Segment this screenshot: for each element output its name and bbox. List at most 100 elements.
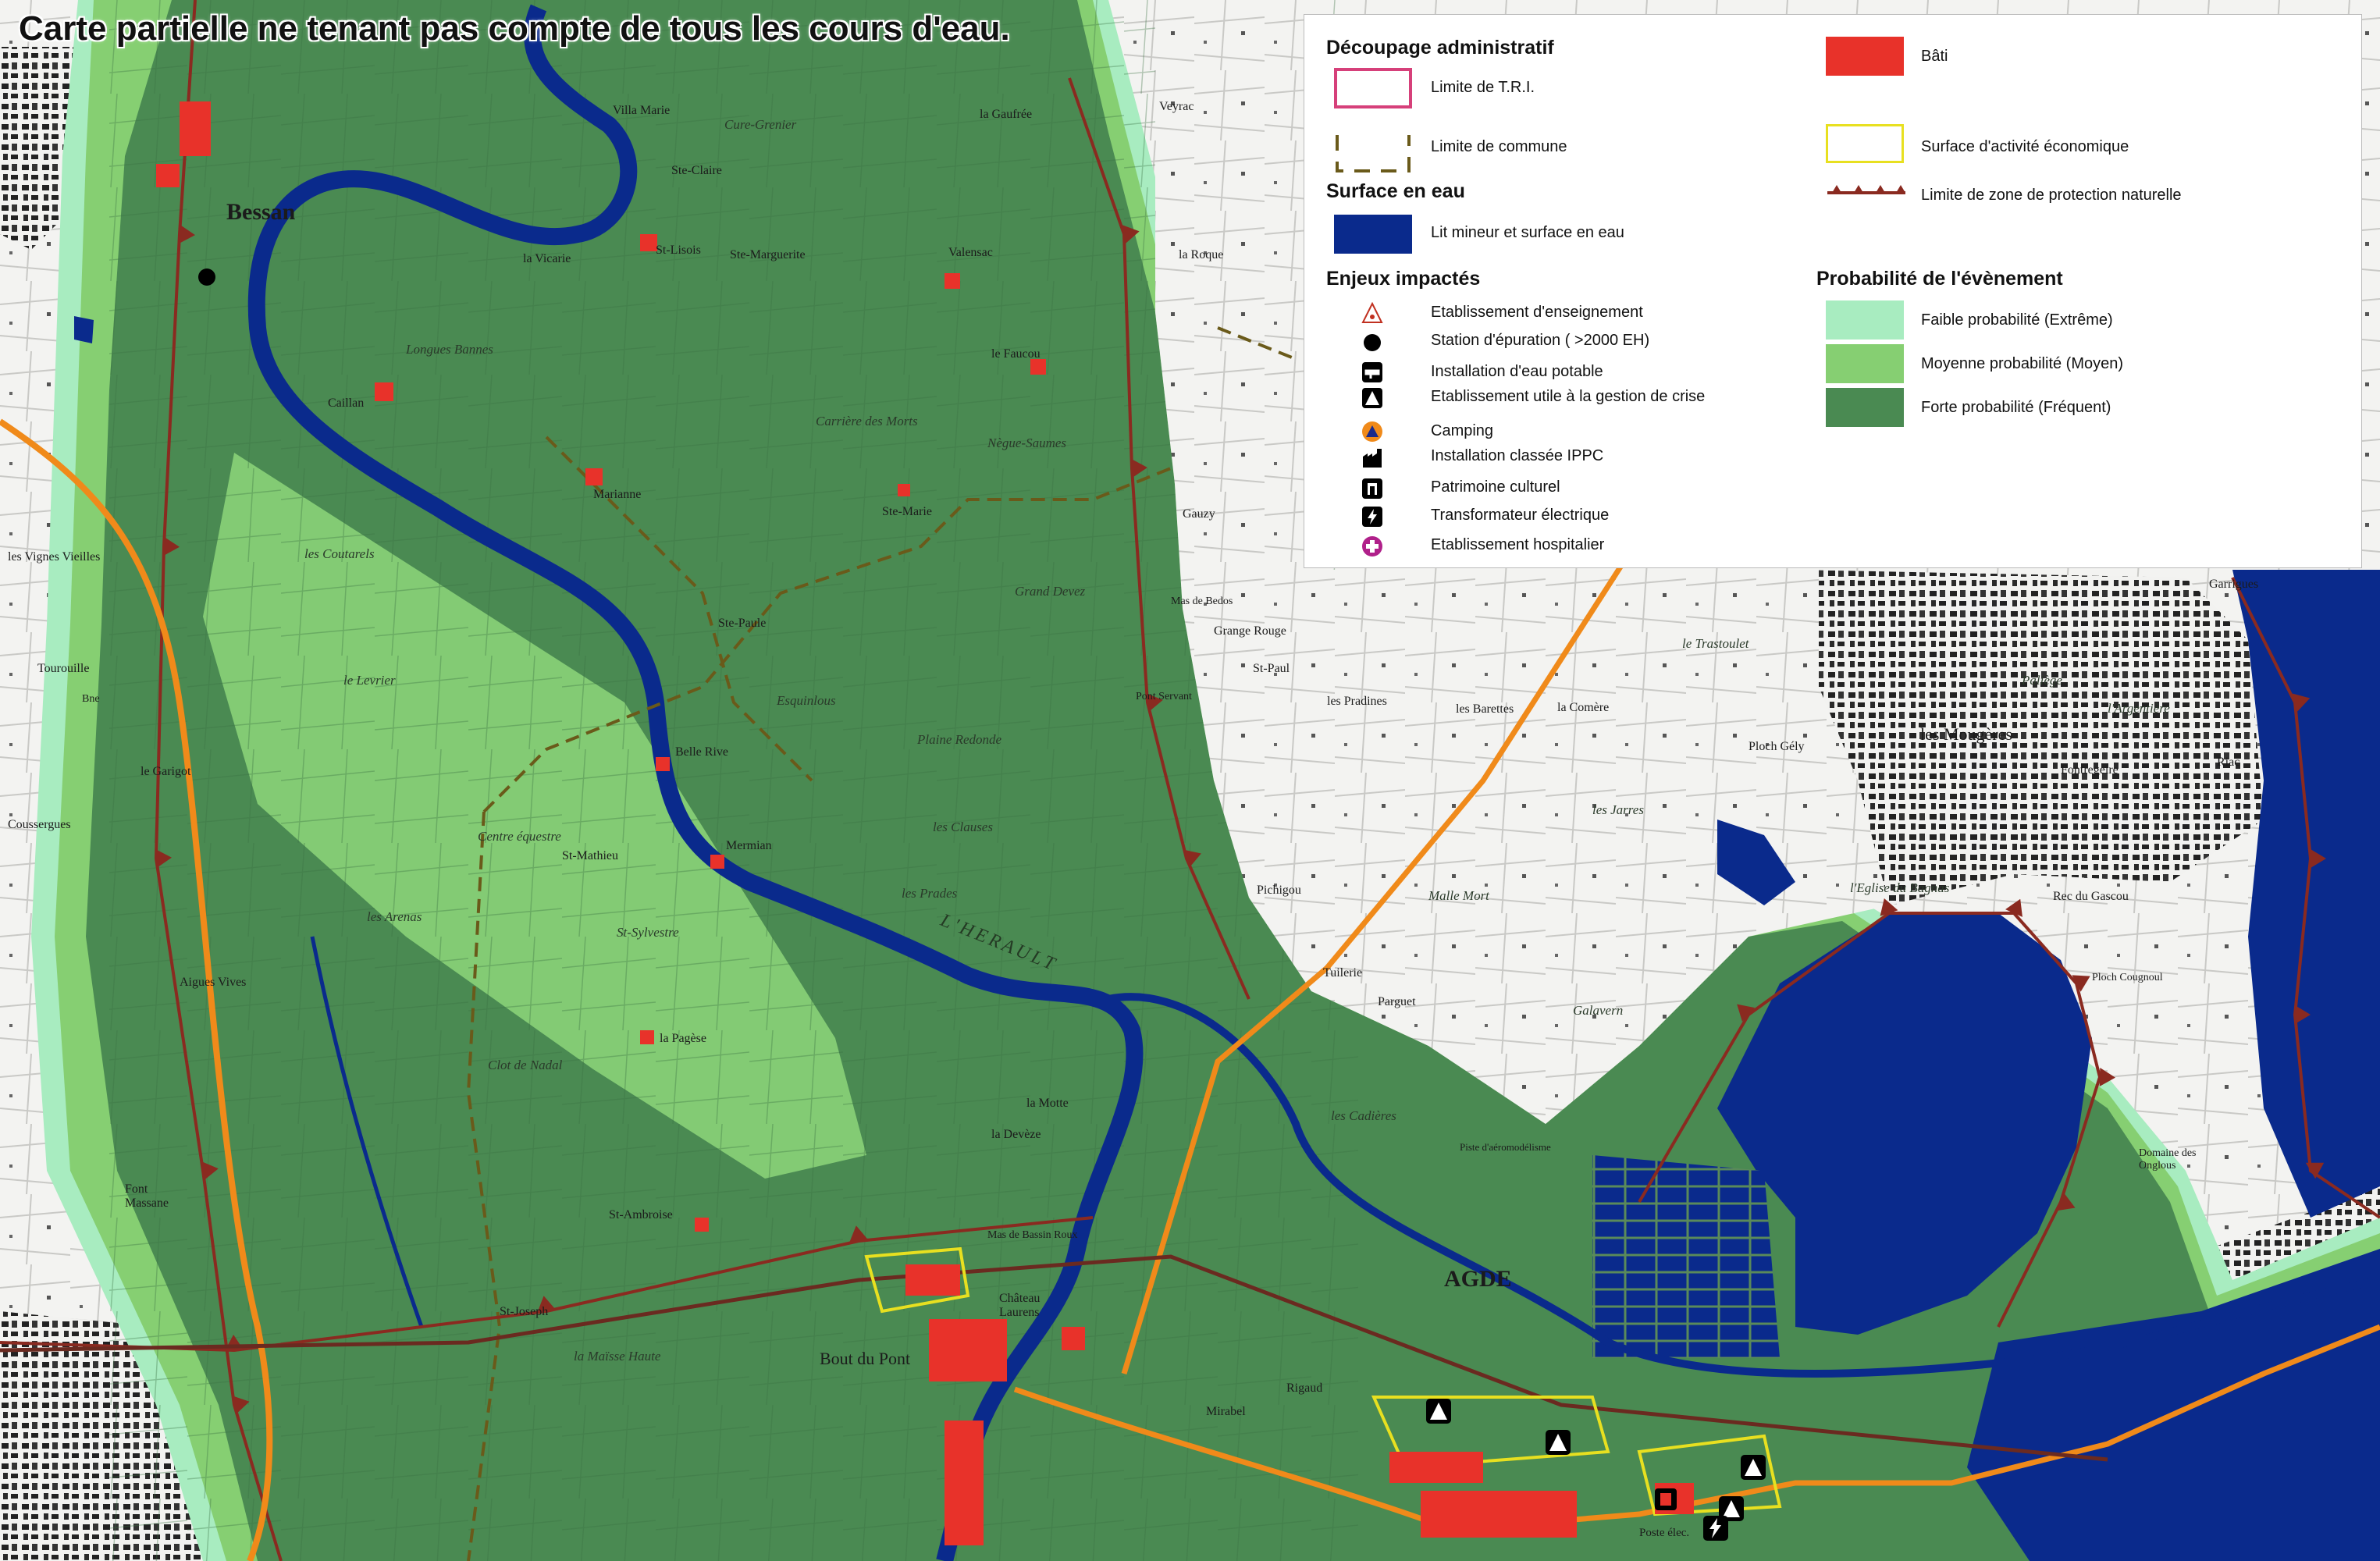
- place-font-massane: Font Massane: [125, 1182, 169, 1210]
- place-st-lisois: St-Lisois: [656, 244, 701, 257]
- legend-faible-label: Faible probabilité (Extrême): [1921, 311, 2113, 329]
- place-clot-de-nadal: Clot de Nadal: [488, 1058, 563, 1072]
- place-negue-saumes: Nègue-Saumes: [987, 436, 1067, 450]
- water-small-1: [1717, 820, 1795, 905]
- place-mirabel: Mirabel: [1206, 1405, 1246, 1418]
- place-veyrac: Veyrac: [1159, 100, 1194, 113]
- legend-bati-label: Bâti: [1921, 48, 1948, 65]
- place-la-motte: la Motte: [1026, 1097, 1069, 1110]
- place-les-coutarels: les Coutarels: [304, 546, 375, 561]
- factory-icon: [1361, 446, 1384, 470]
- map-crisis-symbol-3: [1741, 1455, 1766, 1480]
- legend-enjeux-5: Installation classée IPPC: [1431, 447, 1604, 464]
- place-la-pagese: la Pagèse: [660, 1032, 706, 1045]
- place-mas-de-bedos: Mas de Bedos: [1171, 596, 1233, 607]
- place-le-faucou: le Faucou: [991, 347, 1041, 361]
- circle-icon: [1361, 331, 1384, 354]
- map-crisis-symbol-4: [1719, 1496, 1744, 1521]
- place-fontregeire: Fontregeire: [2061, 763, 2119, 777]
- legend-forte-label: Forte probabilité (Fréquent): [1921, 399, 2111, 416]
- legend-protection-swatch: [1827, 185, 1905, 194]
- legend-eco-label: Surface d'activité économique: [1921, 138, 2129, 155]
- commune-boundary-1: [482, 467, 1172, 813]
- place-centre-equestre: Centre équestre: [478, 829, 561, 844]
- commune-boundary-4: [1217, 326, 1297, 361]
- legend-enjeux-7: Transformateur électrique: [1431, 507, 1610, 524]
- place-domaine-onglous: Domaine des Onglous: [2139, 1147, 2197, 1172]
- canal-du-midi: [1108, 993, 2380, 1378]
- place-malle-mort: Malle Mort: [1428, 888, 1489, 903]
- water-small-2: [74, 316, 94, 343]
- place-piste: Piste d'aéromodélisme: [1460, 1141, 1551, 1153]
- protection-boundary-east: [1068, 77, 1250, 1000]
- camping-icon: [1361, 420, 1384, 443]
- legend-enjeux-0: Etablissement d'enseignement: [1431, 304, 1643, 321]
- place-riac: Riac: [2217, 756, 2240, 769]
- place-les-barettes: les Barettes: [1456, 702, 1514, 716]
- place-bout-du-pont: Bout du Pont: [820, 1349, 911, 1368]
- place-les-arenas: les Arenas: [367, 909, 422, 924]
- legend-surface-title: Surface en eau: [1326, 180, 1465, 202]
- place-poste-elec: Poste élec.: [1639, 1527, 1690, 1539]
- legend-decoupage-title: Découpage administratif: [1326, 37, 1554, 59]
- commune-boundary-3: [466, 811, 502, 1561]
- legend-enjeux-2: Installation d'eau potable: [1431, 363, 1603, 380]
- place-rec-gascou: Rec du Gascou: [2053, 890, 2129, 903]
- legend-enjeux-1: Station d'épuration ( >2000 EH): [1431, 332, 1650, 349]
- protection-boundary-west: [154, 0, 283, 1561]
- place-gauzy: Gauzy: [1183, 507, 1215, 521]
- legend-protection-label: Limite de zone de protection naturelle: [1921, 187, 2182, 204]
- place-les-cadieres: les Cadières: [1331, 1108, 1396, 1123]
- legend-tri-label: Limite de T.R.I.: [1431, 79, 1535, 96]
- place-ploch-gely: Ploch Gély: [1749, 740, 1805, 753]
- place-st-joseph: St-Joseph: [500, 1305, 549, 1318]
- place-agde: AGDE: [1444, 1266, 1512, 1292]
- place-carriere-morts: Carrière des Morts: [816, 414, 918, 428]
- place-la-comere: la Comère: [1557, 701, 1610, 714]
- place-chateau-laurens: Château Laurens: [999, 1292, 1041, 1319]
- legend-enjeux-6: Patrimoine culturel: [1431, 478, 1560, 496]
- place-la-roque: la Roque: [1179, 248, 1224, 261]
- legend-enjeux-title: Enjeux impactés: [1326, 268, 1481, 290]
- bati-clusters: [156, 101, 1694, 1545]
- protection-boundary-bagnas: [1638, 898, 2115, 1328]
- place-les-clauses: les Clauses: [933, 820, 993, 834]
- place-pichigon: Pichigou: [1257, 884, 1301, 897]
- place-ste-claire: Ste-Claire: [671, 164, 722, 177]
- eco-zone-2: [1371, 1396, 1610, 1470]
- place-tourouille: Tourouille: [37, 662, 90, 675]
- triangle-icon: [1361, 386, 1384, 410]
- legend-moyenne-swatch: [1826, 344, 1904, 383]
- place-marianne: Marianne: [593, 488, 642, 501]
- place-valensac: Valensac: [948, 246, 993, 259]
- legend-forte-swatch: [1826, 388, 1904, 427]
- legend-bati-swatch: [1826, 37, 1904, 76]
- protection-boundary-coast: [2231, 577, 2380, 1219]
- place-le-garigot: le Garigot: [141, 765, 191, 778]
- place-mermian: Mermian: [726, 839, 772, 852]
- map-crisis-symbol-1: [1426, 1399, 1451, 1424]
- eco-zone-1: [864, 1246, 970, 1314]
- place-tuilerie: Tuilerie: [1323, 966, 1363, 980]
- place-mougeres: les Mougères: [1920, 724, 2012, 744]
- hospital-cross-icon: [1361, 535, 1384, 558]
- road-a9-west: [0, 418, 273, 1561]
- legend-enjeux-3: Etablissement utile à la gestion de cris…: [1431, 388, 1706, 405]
- place-caillan: Caillan: [328, 396, 365, 410]
- place-ste-marguerite: Ste-Marguerite: [730, 248, 806, 261]
- school-warning-icon: [1361, 301, 1384, 325]
- urban-mougeres: [1795, 570, 2264, 905]
- place-longues-bannes: Longues Bannes: [406, 342, 493, 357]
- place-pont-servant: Pont Servant: [1136, 691, 1192, 702]
- place-les-jarres: les Jarres: [1592, 802, 1644, 817]
- place-st-mathieu: St-Mathieu: [562, 849, 618, 862]
- lightning-icon: [1361, 505, 1384, 528]
- place-la-mairie-haute: la Maïsse Haute: [574, 1349, 661, 1364]
- herault-river: [247, 4, 1144, 1561]
- place-galavern: Galavern: [1573, 1003, 1624, 1018]
- place-aigues-vives: Aigues Vives: [180, 976, 247, 989]
- place-argentiere: l'Argentière: [2108, 701, 2170, 716]
- place-ploch-cougnoul: Ploch Cougnoul: [2092, 972, 2163, 983]
